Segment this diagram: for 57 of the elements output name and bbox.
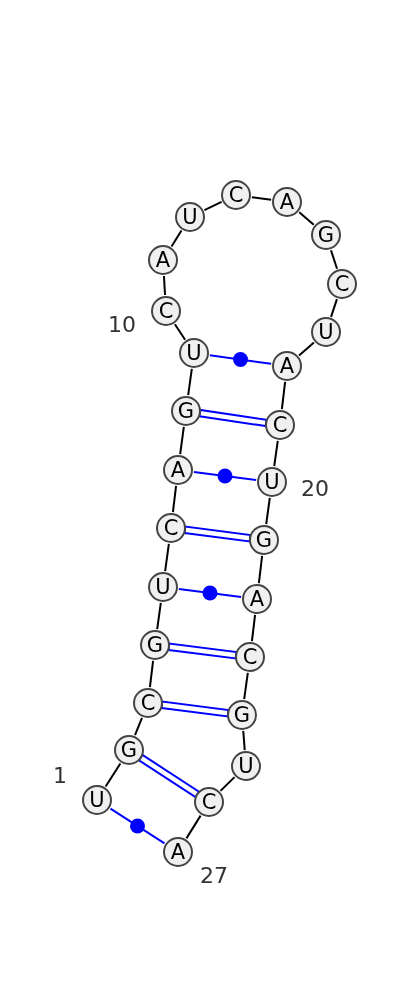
nucleotide-letter: G [233,704,251,726]
backbone-line [179,425,185,456]
base-pair-double-line [198,408,268,428]
nucleotide-letter: U [155,576,171,598]
backbone-line [171,484,178,514]
backbone-line [187,367,193,397]
nucleotide-letter: C [272,414,288,436]
backbone-line [273,439,279,468]
backbone-line [298,341,315,357]
backbone-line [134,716,143,737]
backbone-line [162,274,167,297]
nucleotide-letter: G [317,224,335,246]
nucleotide-letter: A [279,355,295,377]
nucleotide-letter: U [238,755,254,777]
nucleotide-letter: G [120,739,138,761]
backbone-line [298,211,315,226]
backbone-line [243,671,249,701]
backbone-line [148,659,155,689]
backbone-line [265,496,271,526]
backbone-line [329,249,339,270]
backbone-line [242,729,246,752]
nucleotide-letter: A [170,459,186,481]
backbone-line [330,298,338,318]
nucleotide-letter: U [89,789,105,811]
nucleotide-letter: C [158,300,174,322]
base-pair-double-line [137,753,201,799]
nucleotide-letter: C [140,692,156,714]
nucleotide-letter: C [242,646,258,668]
nucleotide-letter: A [155,249,171,271]
nucleotide-letter: U [186,342,202,364]
nucleotide-letter: U [318,321,334,343]
base-pair-double-line [183,525,252,543]
position-number: 1 [53,765,67,787]
position-number: 20 [301,478,329,500]
nucleotide-letter: C [163,517,179,539]
nucleotide-letter: U [264,471,280,493]
nucleotide-letter: G [146,634,164,656]
position-number: 27 [200,865,228,887]
backbone-line [219,776,236,792]
nucleotide-letter: G [255,529,273,551]
nucleotide-letter: A [170,841,186,863]
nucleotide-letter: A [249,588,265,610]
base-pair-double-line [160,700,230,718]
base-pair-double-line [167,642,238,660]
backbone-line [257,554,264,585]
backbone-line [250,613,257,643]
backbone-line [156,601,162,631]
nucleotide-letter: G [177,400,195,422]
nucleotide-letter: C [228,184,244,206]
backbone-line [280,380,287,411]
nucleotide-letter: U [182,206,198,228]
position-number: 10 [108,314,136,336]
backbone-line [250,196,273,201]
nucleotide-letter: C [334,273,350,295]
nucleotide-letter: C [201,791,217,813]
nucleotide-letter: A [279,191,295,213]
backbone-line [164,542,170,573]
